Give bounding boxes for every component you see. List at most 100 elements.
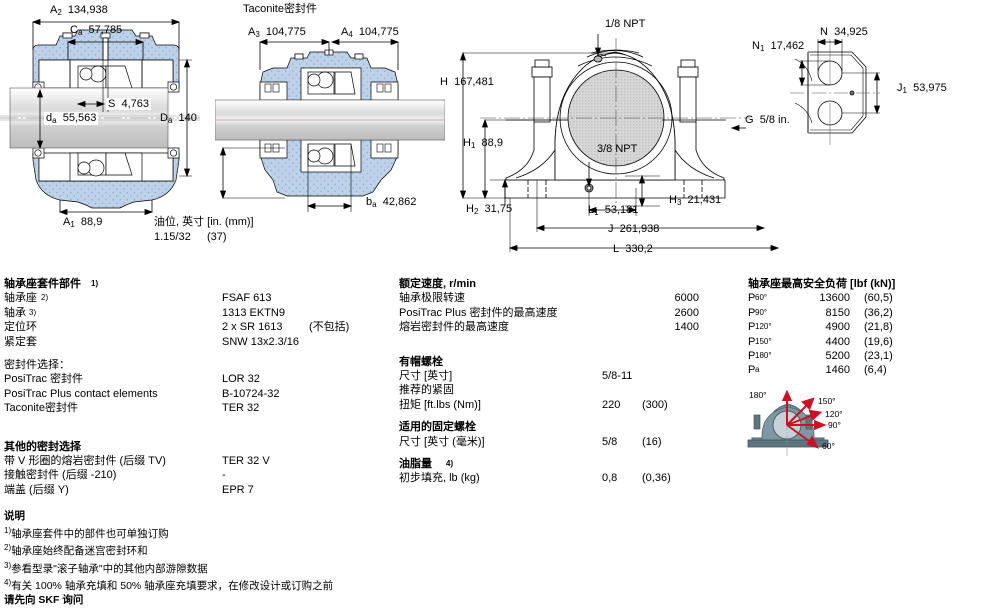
load-angle-label-90: 90° — [828, 420, 841, 430]
components-title-text: 轴承座套件部件 — [4, 278, 81, 290]
seal-value: TER 32 — [222, 402, 260, 415]
load-row: P 180° 5200 (23,1) — [748, 349, 1003, 363]
notes-last-line: 请先向 SKF 询问 — [4, 593, 84, 606]
note-item: 1)轴承座套件中的部件也可单独订购 — [4, 524, 404, 542]
dim-value: 17,462 — [770, 40, 805, 52]
grease-value: 0,8 — [602, 472, 618, 485]
seal-label: PosiTrac Plus contact elements — [4, 387, 158, 400]
seal-label: Taconite密封件 — [4, 402, 78, 415]
load-symbol: P — [748, 292, 756, 305]
load-angle-label-150: 150° — [818, 396, 836, 406]
dim-symbol: A — [248, 26, 256, 38]
other-seal-label: 带 V 形圈的熔岩密封件 (后缀 TV) — [4, 454, 166, 467]
component-row: 定位环 2 x SR 1613 (不包括) — [4, 320, 384, 334]
dim-symbol: L — [588, 204, 595, 216]
components-section: 轴承座套件部件 1) 轴承座 2) FSAF 613 轴承 3) 1313 EK… — [4, 277, 384, 497]
load-symbol: P — [748, 364, 756, 377]
other-seal-value: EPR 7 — [222, 483, 254, 496]
dim-symbol: S — [108, 98, 116, 110]
holddown-label: 尺寸 [英寸 (毫米)] — [399, 435, 485, 448]
dim-symbol: H — [440, 76, 448, 88]
load-subscript: a — [755, 365, 760, 375]
speed-row: 轴承极限转速 6000 — [399, 291, 739, 305]
dim-value: 5/8 in. — [759, 114, 790, 126]
seal-row: PosiTrac 密封件 LOR 32 — [4, 372, 384, 386]
note-sup: 4) — [4, 578, 12, 588]
dim-symbol: H — [466, 203, 474, 215]
load-angle-label-120: 120° — [825, 409, 843, 419]
dim-value: 104,775 — [265, 26, 306, 38]
dim-subscript: a — [77, 28, 83, 37]
component-label: 轴承座 — [4, 292, 37, 305]
load-subscript: 60° — [755, 293, 768, 303]
load-value-lbf: 5200 — [825, 349, 850, 362]
speed-value: 1400 — [674, 321, 699, 334]
component-value: SNW 13x2.3/16 — [222, 335, 300, 348]
oil-level-value: 1.15/32 — [154, 231, 191, 243]
load-subscript: 90° — [755, 307, 768, 317]
dim-symbol: L — [613, 243, 620, 255]
note-text: 有关 100% 轴承充填和 50% 轴承座充填要求，在修改设计或订购之前 — [11, 580, 334, 593]
dim-value: 34,925 — [834, 26, 868, 38]
load-value-kn: (21,8) — [864, 321, 893, 334]
grease-title: 油脂量 4) — [399, 457, 739, 471]
load-angle-diagram — [740, 390, 900, 460]
drawing-left-label-da: da 55,563 — [44, 112, 99, 125]
load-symbol: P — [748, 335, 756, 348]
capbolt-label: 推荐的紧固 — [399, 384, 454, 397]
component-label-sup: 2) — [41, 293, 49, 303]
drawing-main-label-J: J 261,938 — [608, 223, 659, 235]
speed-label: 熔岩密封件的最高速度 — [399, 321, 509, 334]
dim-symbol: H — [669, 194, 677, 206]
seal-row: PosiTrac Plus contact elements B-10724-3… — [4, 387, 384, 401]
dim-symbol: C — [70, 24, 78, 36]
load-symbol: P — [748, 306, 756, 319]
dim-subscript: 3 — [255, 30, 260, 39]
note-item: 4)有关 100% 轴承充填和 50% 轴承座充填要求，在修改设计或订购之前 — [4, 576, 404, 594]
load-value-lbf: 13600 — [819, 292, 850, 305]
load-value-kn: (23,1) — [864, 349, 893, 362]
load-row: P a 1460 (6,4) — [748, 363, 1003, 377]
other-seal-row: 端盖 (后缀 Y) EPR 7 — [4, 483, 384, 497]
loads-section: 轴承座最高安全负荷 [lbf (kN)] P 60° 13600 (60,5) … — [748, 277, 1003, 378]
oil-level-title: 油位, 英寸 [in. (mm)] — [154, 216, 254, 228]
capbolts-title: 有帽螺栓 — [399, 355, 739, 369]
speed-label: 轴承极限转速 — [399, 292, 465, 305]
dim-value: 104,775 — [358, 26, 399, 38]
dim-subscript: a — [52, 116, 57, 125]
drawing-middle-taconite — [215, 20, 445, 220]
dim-value: 55,563 — [62, 112, 97, 124]
dim-value: 57,785 — [88, 24, 123, 36]
notes-title: 说明 — [4, 510, 25, 522]
seal-choice-title: 密封件选择： — [4, 358, 384, 372]
taconite-drawing-title: Taconite密封件 — [243, 3, 317, 15]
dim-value: 4,763 — [121, 98, 149, 110]
drawing-main-label-H: H 167,481 — [440, 76, 494, 88]
speed-row: 熔岩密封件的最高速度 1400 — [399, 320, 739, 334]
drawing-middle-label-A3: A3 104,775 — [248, 26, 306, 39]
speeds-title-text: 额定速度, r/min — [399, 278, 477, 290]
capbolt-row: 推荐的紧固 — [399, 383, 739, 397]
seal-row: Taconite密封件 TER 32 — [4, 401, 384, 415]
dim-value: 42,862 — [382, 196, 417, 208]
drawing-main-label-H1: H1 88,9 — [463, 137, 503, 150]
grease-label: 初步填充, lb (kg) — [399, 472, 480, 485]
component-value: FSAF 613 — [222, 292, 272, 305]
dim-subscript: 1 — [70, 220, 75, 229]
load-symbol: P — [748, 321, 756, 334]
drawing-left-label-A1: A1 88,9 — [63, 216, 102, 229]
notes-section: 说明 1)轴承座套件中的部件也可单独订购 2)轴承座始终配备迷宫密封环和 3)参… — [4, 510, 404, 608]
dim-symbol: N — [752, 40, 760, 52]
component-label: 紧定套 — [4, 335, 37, 348]
dim-symbol: J — [608, 223, 614, 235]
dim-value: 134,938 — [67, 4, 108, 16]
dim-subscript: 2 — [473, 207, 479, 216]
load-value-kn: (60,5) — [864, 292, 893, 305]
dim-value: 88,9 — [80, 216, 103, 228]
drawing-middle-label-A4: A4 104,775 — [341, 26, 399, 39]
note-sup: 2) — [4, 543, 12, 553]
drawing-middle-label-ba: ba 42,862 — [366, 196, 416, 209]
note-sup: 3) — [4, 560, 12, 570]
component-label: 轴承 — [4, 306, 26, 319]
dim-symbol: d — [46, 112, 53, 124]
